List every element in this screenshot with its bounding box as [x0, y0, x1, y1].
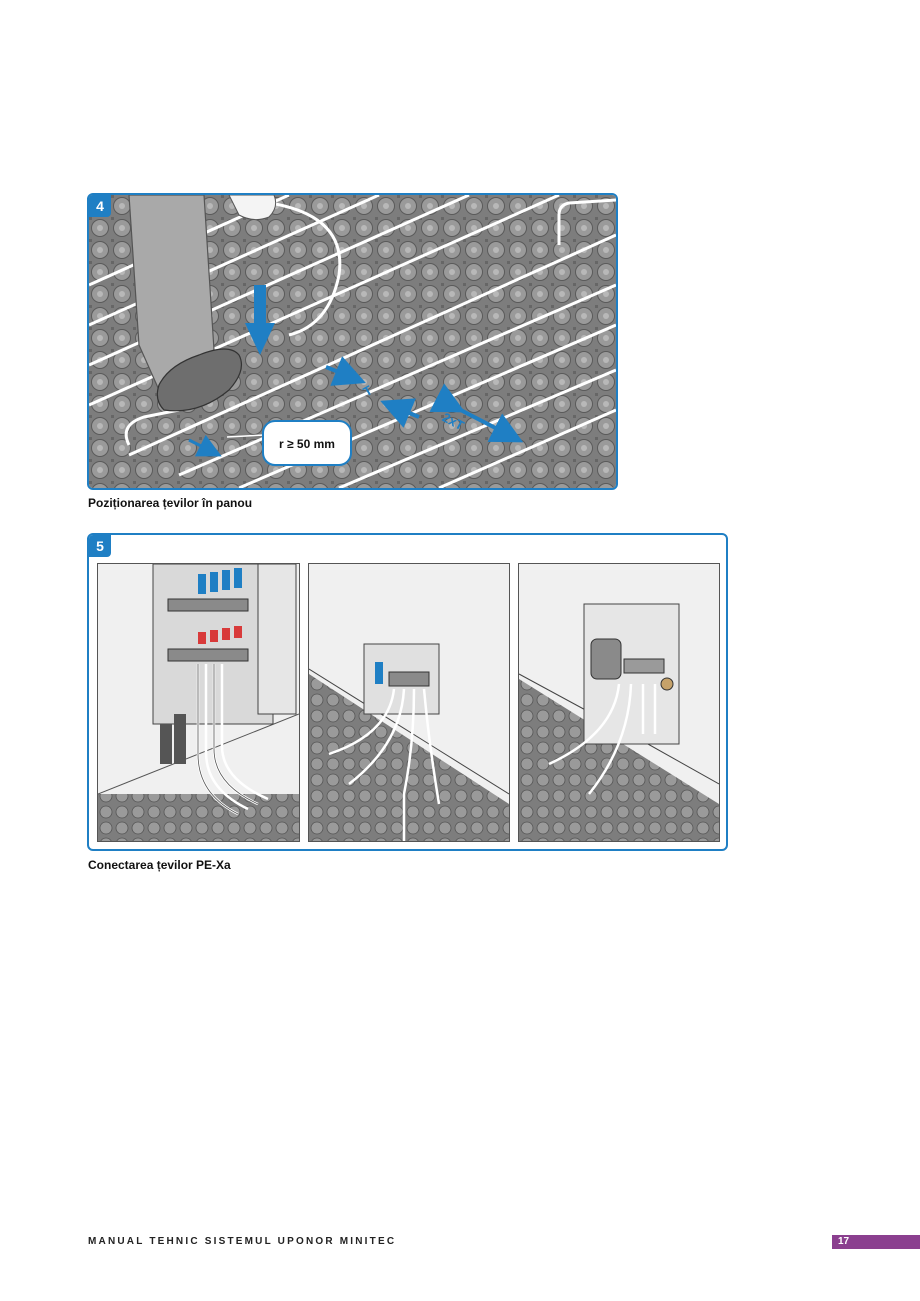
radius-label: r ≥ 50 mm	[279, 437, 335, 451]
figure-4-frame: 4	[87, 193, 618, 490]
page-number: 17	[832, 1235, 920, 1249]
footer-title: MANUAL TEHNIC SISTEMUL UPONOR MINITEC	[88, 1236, 396, 1247]
wall-box-panel	[308, 563, 510, 842]
figure-4-caption: Poziționarea țevilor în panou	[88, 496, 252, 510]
figure-4-illustration: T 2xT r ≥ 50 mm	[89, 195, 616, 488]
mixing-unit-panel	[518, 563, 720, 842]
figure-5-caption: Conectarea țevilor PE-Xa	[88, 858, 231, 872]
manifold-panel	[97, 563, 300, 842]
manifold-illustration	[98, 564, 299, 841]
figure-5-number: 5	[89, 535, 111, 557]
figure-4-number: 4	[89, 195, 111, 217]
figure-5-frame: 5	[87, 533, 728, 851]
wall-box-illustration	[309, 564, 509, 841]
mixing-unit-illustration	[519, 564, 719, 841]
